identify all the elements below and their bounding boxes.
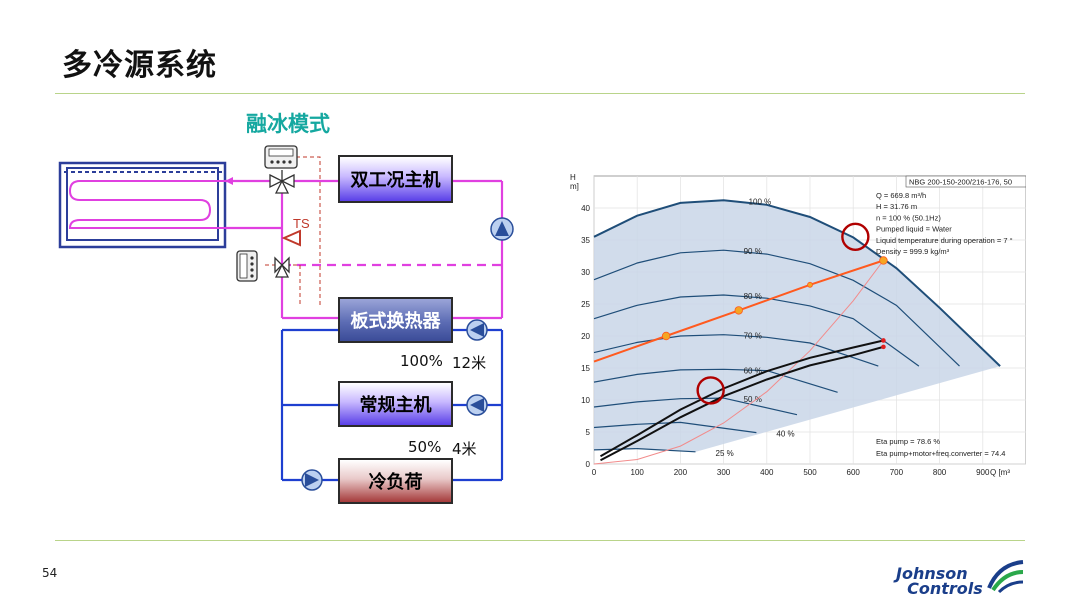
speed-curve xyxy=(593,334,879,367)
controller-top-icon xyxy=(264,145,298,169)
regular-chiller-box: 常规主机 xyxy=(338,381,453,427)
chart-title-box xyxy=(905,175,1026,188)
operating-point xyxy=(879,256,888,265)
y-tick-label: 20 xyxy=(581,332,590,341)
chiller-head: 4米 xyxy=(452,440,477,458)
y-tick-label: 5 xyxy=(586,428,591,437)
x-tick-label: 500 xyxy=(803,468,817,477)
x-tick-label: 200 xyxy=(674,468,688,477)
system-end-point xyxy=(881,344,886,350)
hx-flow-percent: 100% xyxy=(400,352,443,370)
y-axis-label: H xyxy=(570,173,576,182)
controller-bottom-icon xyxy=(236,250,258,282)
x-tick-label: 100 xyxy=(631,468,645,477)
info-line: n = 100 % (50.1Hz) xyxy=(876,213,941,222)
swirl-logo-icon xyxy=(987,560,1024,594)
page-number: 54 xyxy=(42,566,58,580)
y-tick-label: 10 xyxy=(581,396,590,405)
x-axis-label: Q [m³ xyxy=(990,468,1010,477)
x-tick-label: 400 xyxy=(760,468,774,477)
info-line: H = 31.76 m xyxy=(876,202,917,211)
y-axis-label-unit: m] xyxy=(570,182,579,191)
mode-subtitle: 融冰模式 xyxy=(246,112,330,136)
plate-heat-exchanger-box: 板式换热器 xyxy=(338,297,453,343)
dual-chiller-box: 双工况主机 xyxy=(338,155,453,203)
glycol-pump-icon xyxy=(490,217,514,241)
system-end-point xyxy=(881,338,886,343)
y-tick-label: 25 xyxy=(581,300,590,309)
ts-label: TS xyxy=(293,216,310,231)
chiller-pump-icon xyxy=(466,394,488,416)
title-divider xyxy=(55,93,1025,94)
y-tick-label: 40 xyxy=(581,204,590,213)
glycol-loop xyxy=(225,177,504,320)
y-tick-label: 0 xyxy=(586,460,591,469)
speed-curve-label: 80 % xyxy=(744,292,762,301)
speed-curve xyxy=(593,397,798,416)
speed-curve-label: 25 % xyxy=(716,449,734,458)
info-line: Liquid temperature during operation = 7 … xyxy=(876,236,1013,245)
hx-pump-icon xyxy=(466,319,488,341)
operating-point xyxy=(734,306,743,315)
speed-curve-label: 90 % xyxy=(744,247,762,256)
three-way-valve-bottom xyxy=(274,256,290,278)
speed-curve xyxy=(593,447,696,453)
x-tick-label: 300 xyxy=(717,468,731,477)
efficiency-curve xyxy=(593,260,884,465)
page-title: 多冷源系统 xyxy=(62,48,217,83)
chiller-flow-percent: 50% xyxy=(408,438,442,456)
speed-curve-label: 50 % xyxy=(744,395,762,404)
speed-curve xyxy=(593,199,1001,367)
operating-envelope xyxy=(594,200,1001,452)
cold-load-box: 冷负荷 xyxy=(338,458,453,504)
highlight-circle xyxy=(696,376,725,405)
info-line: Pumped liquid = Water xyxy=(876,225,952,234)
highlight-circle xyxy=(841,222,870,252)
speed-curve xyxy=(593,249,960,367)
load-pump-icon xyxy=(301,469,323,491)
y-tick-label: 30 xyxy=(581,268,590,277)
water-loop xyxy=(280,328,504,482)
x-tick-label: 0 xyxy=(592,468,597,477)
johnson-controls-logo: Johnson Controls xyxy=(896,564,983,598)
x-tick-label: 800 xyxy=(933,468,947,477)
speed-curve-label: 70 % xyxy=(744,332,762,341)
pump-curve-chart: 0 100 200 300 400 500 600 700 800 900 0 5 10 15 20 25 30… xyxy=(570,173,1026,477)
speed-curve xyxy=(593,368,838,393)
footer-divider xyxy=(55,540,1025,541)
eta-line: Eta pump+motor+freq.converter = 74.4 xyxy=(876,449,1005,458)
system-curve xyxy=(600,339,884,458)
info-line: Q = 669.8 m³/h xyxy=(876,191,926,200)
control-lines xyxy=(265,156,321,305)
x-tick-label: 600 xyxy=(847,468,861,477)
y-tick-label: 35 xyxy=(581,236,590,245)
operating-point xyxy=(807,281,813,288)
speed-curve-label: 100 % xyxy=(749,197,772,206)
info-line: Density = 999.9 kg/m³ xyxy=(876,247,950,256)
x-tick-label: 700 xyxy=(890,468,904,477)
speed-curve xyxy=(593,294,920,367)
chart-title: NBG 200-150-200/216-176, 50 xyxy=(909,178,1012,187)
ice-storage-tank xyxy=(58,161,227,249)
operating-point xyxy=(661,331,671,341)
temperature-sensor-icon xyxy=(281,229,301,247)
hx-head: 12米 xyxy=(452,354,487,372)
speed-curve-label: 40 % xyxy=(776,430,794,439)
speed-curve-label: 60 % xyxy=(744,366,762,375)
eta-line: Eta pump = 78.6 % xyxy=(876,437,940,446)
three-way-valve-top xyxy=(269,170,295,194)
x-tick-label: 900 xyxy=(976,468,990,477)
y-tick-label: 15 xyxy=(581,364,590,373)
system-curve xyxy=(600,345,884,462)
